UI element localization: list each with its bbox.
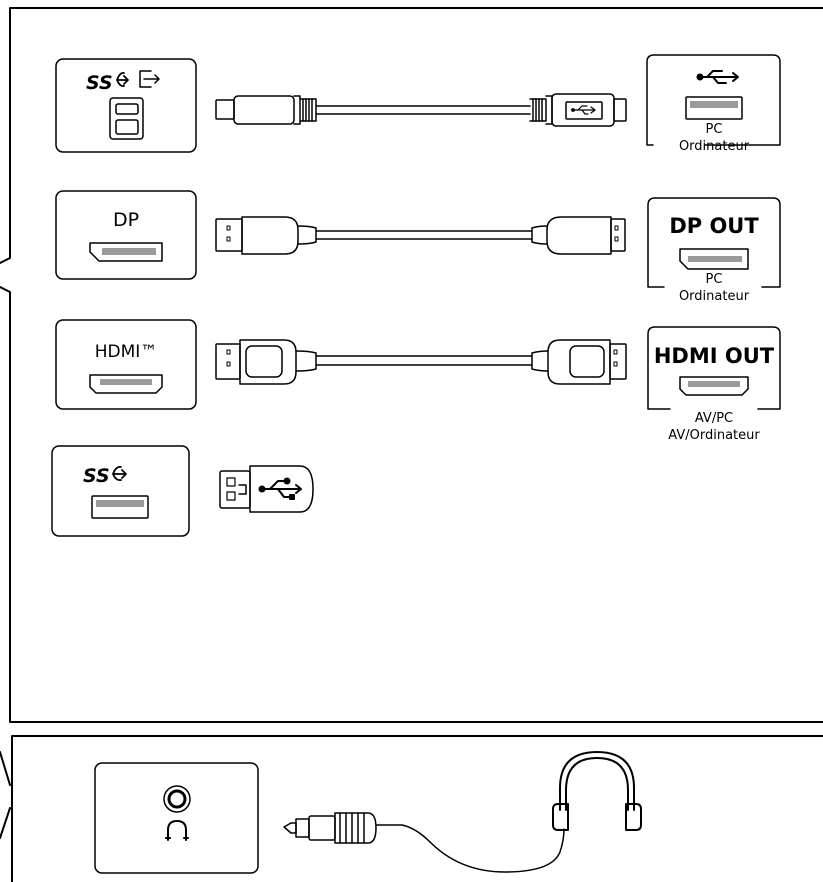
pc-usb-device: PC Ordinateur — [646, 54, 781, 154]
superspeed-usb-icon — [112, 465, 127, 482]
superspeed-logo: SS — [86, 72, 113, 94]
usb-trident-icon — [696, 70, 739, 84]
dp-device-label: PC — [706, 272, 723, 287]
headphone-port-box — [94, 762, 259, 874]
headphones-icon — [552, 751, 642, 831]
pc-dp-device: DP OUT PC Ordinateur — [647, 197, 781, 304]
hdmi-receptacle — [89, 374, 163, 394]
bottom-panel-frame — [0, 735, 823, 882]
hdmi-out-receptacle — [679, 376, 749, 396]
hdmi-port-box — [55, 319, 197, 410]
usb-b-receptacle — [109, 97, 144, 140]
hdmi-row: HDMI™ HDMI OUT AV/PC AV/Ordinateur — [55, 319, 781, 443]
usb-a-row: SS — [51, 445, 314, 537]
av-pc-hdmi-device: HDMI OUT AV/PC AV/Ordinateur — [647, 326, 781, 443]
usb-flash-drive — [219, 465, 314, 513]
usb-b-port-box — [55, 58, 197, 153]
dp-device-label-fr: Ordinateur — [679, 289, 750, 304]
superspeed-usb-icon — [116, 71, 129, 88]
top-panel-frame — [0, 7, 823, 723]
usb-b-row: SS — [55, 54, 781, 154]
usb-a-receptacle — [685, 96, 743, 120]
hdmi-device-label: AV/PC — [695, 411, 733, 426]
dp-cable — [215, 216, 626, 255]
hdmi-cable — [215, 339, 627, 385]
headphone-icon — [165, 820, 189, 841]
usb-device-label: PC — [706, 122, 723, 137]
usb-cable — [215, 93, 627, 127]
dp-out-receptacle — [679, 248, 749, 270]
dp-out-label: DP OUT — [669, 214, 759, 238]
usb-a-receptacle — [91, 495, 149, 519]
upstream-arrow-icon — [139, 70, 160, 88]
headphone-row — [94, 751, 642, 874]
superspeed-logo: SS — [83, 465, 110, 487]
usb-b-plug — [215, 99, 235, 120]
dp-port-label: DP — [113, 209, 139, 231]
headphone-plug — [283, 812, 565, 873]
usb-a-plug — [613, 98, 627, 122]
headphone-jack — [163, 785, 191, 813]
usb-a-port-box — [51, 445, 190, 537]
usb-device-label-fr: Ordinateur — [679, 139, 750, 154]
hdmi-out-label: HDMI OUT — [654, 344, 775, 368]
usb-trident-icon — [571, 105, 596, 115]
dp-row: DP DP OUT PC Ordinateur — [55, 190, 781, 304]
hdmi-device-label-fr: AV/Ordinateur — [668, 428, 760, 443]
usb-trident-icon — [258, 477, 302, 500]
dp-port-box — [55, 190, 197, 280]
dp-receptacle — [89, 242, 163, 262]
hdmi-port-label: HDMI™ — [95, 342, 158, 362]
